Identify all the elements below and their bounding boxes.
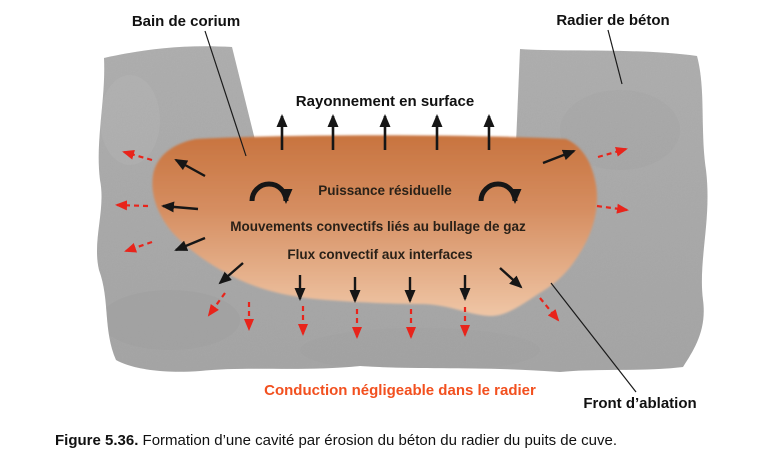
- convection-loop-arrows: [249, 181, 522, 204]
- corium-leader-line: [204, 30, 247, 157]
- corium-pool: [152, 135, 598, 316]
- figure-caption: Figure 5.36. Formation d’une cavité par …: [55, 432, 617, 449]
- concrete-leader-line: [607, 29, 623, 85]
- concrete-label: Radier de béton: [556, 12, 669, 29]
- radiation-label: Rayonnement en surface: [296, 93, 474, 110]
- figure-caption-text: Formation d’une cavité par érosion du bé…: [142, 432, 618, 449]
- convective-movements-label: Mouvements convectifs liés au bullage de…: [230, 219, 526, 234]
- corium-label: Bain de corium: [132, 13, 240, 30]
- ablation-arrows: [115, 146, 629, 339]
- figure-number: Figure 5.36.: [55, 432, 139, 449]
- residual-power-label: Puissance résiduelle: [318, 183, 452, 198]
- leader-lines: [204, 29, 637, 393]
- interface-flux-arrows: [161, 149, 576, 303]
- ablation-leader-line: [550, 282, 637, 393]
- erosion-diagram: Bain de corium Radier de béton Rayonneme…: [96, 12, 708, 412]
- conduction-label: Conduction négligeable dans le radier: [264, 382, 536, 399]
- ablation-front-label: Front d’ablation: [583, 395, 696, 412]
- convective-flux-label: Flux convectif aux interfaces: [287, 247, 472, 262]
- radiation-arrows: [276, 114, 495, 150]
